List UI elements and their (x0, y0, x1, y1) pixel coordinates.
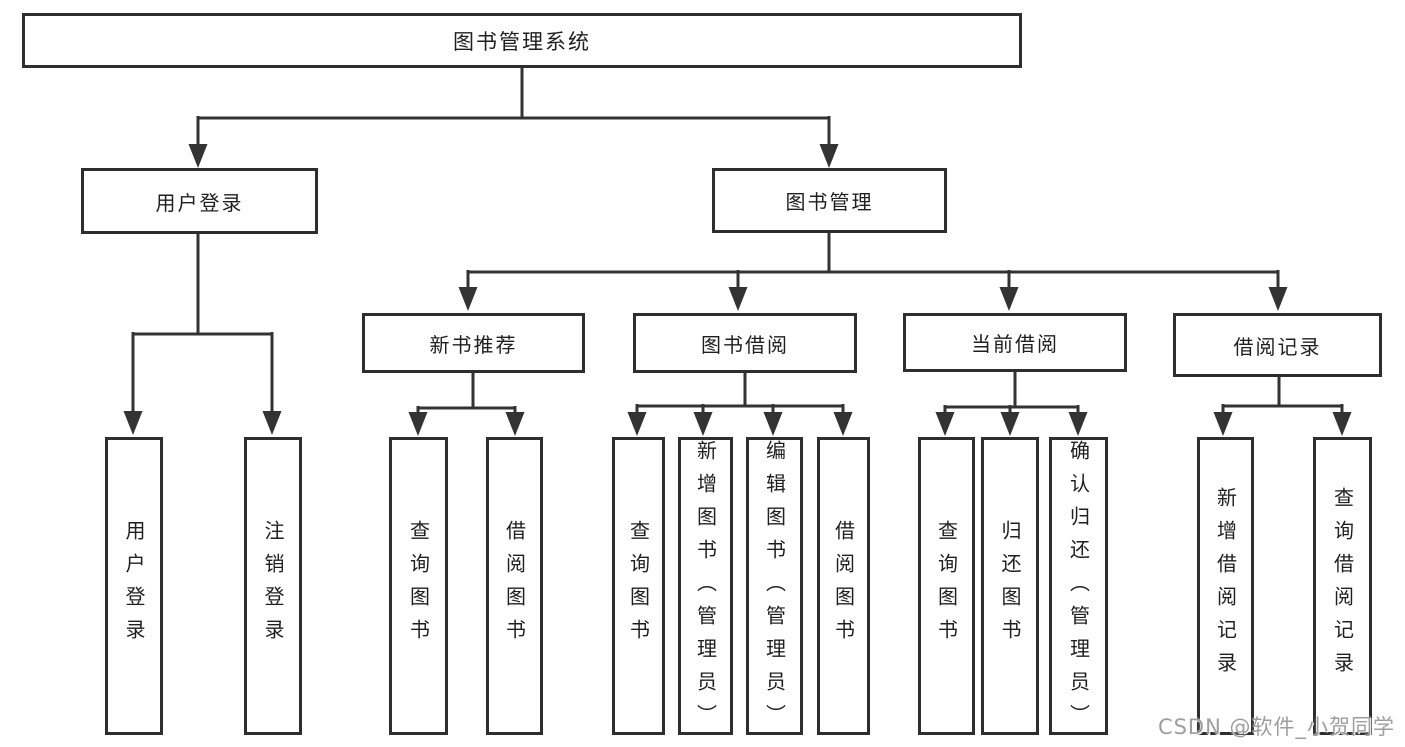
node-book-management: 图书管理 (712, 168, 947, 233)
connector-new-book-children (408, 373, 525, 436)
node-current-borrowing: 当前借阅 (903, 313, 1127, 372)
leaf-records-add-record: 新增借阅记录 (1197, 437, 1254, 735)
connector-current-borrowing-children (935, 372, 1088, 436)
connector-book-borrowing-children (627, 373, 853, 436)
connector-root-to-level2 (188, 68, 839, 168)
leaf-logout: 注销登录 (244, 437, 302, 735)
leaf-current-query-books: 查询图书 (918, 437, 975, 735)
leaf-current-confirm-return-admin: 确认归还（管理员） (1049, 437, 1108, 737)
connector-borrowing-records-children (1213, 377, 1352, 436)
leaf-records-query-record: 查询借阅记录 (1313, 437, 1372, 735)
leaf-borrowing-add-books-admin: 新增图书（管理员） (678, 437, 733, 737)
node-new-book-recommend: 新书推荐 (362, 313, 585, 373)
leaf-user-login: 用户登录 (105, 437, 163, 735)
connector-book-management-children (458, 233, 1288, 311)
node-book-borrowing: 图书借阅 (633, 313, 857, 373)
leaf-borrowing-borrow-books: 借阅图书 (817, 437, 870, 735)
leaf-current-return-books: 归还图书 (981, 437, 1039, 735)
node-borrowing-records: 借阅记录 (1173, 313, 1382, 377)
leaf-newbook-borrow-books: 借阅图书 (486, 437, 543, 735)
leaf-borrowing-query-books: 查询图书 (612, 437, 665, 735)
connector-user-login-children (123, 234, 282, 435)
leaf-borrowing-edit-books-admin: 编辑图书（管理员） (746, 437, 803, 737)
node-user-login: 用户登录 (81, 168, 318, 234)
leaf-newbook-query-books: 查询图书 (389, 437, 448, 735)
watermark: CSDN @软件_小贺同学 (1157, 715, 1395, 739)
node-library-management-system: 图书管理系统 (22, 13, 1022, 68)
